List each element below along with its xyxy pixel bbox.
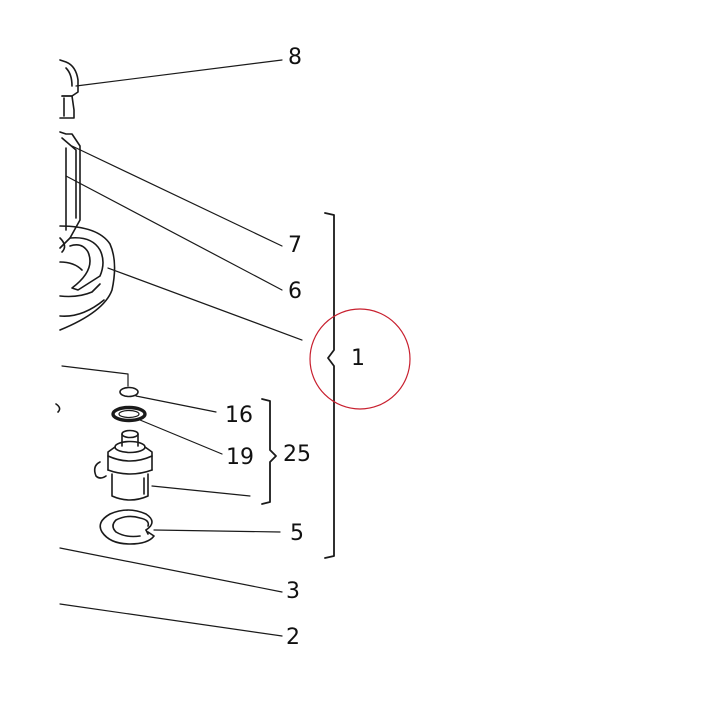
callout-7: 7 <box>288 233 302 258</box>
callout-5: 5 <box>290 521 304 546</box>
highlight-circle <box>309 308 411 410</box>
part-16-o-ring <box>119 386 139 398</box>
callout-25: 25 <box>283 442 311 467</box>
part-19-washer <box>111 405 147 423</box>
callout-3: 3 <box>286 579 300 604</box>
callout-1: 1 <box>351 346 365 371</box>
callout-19: 19 <box>226 445 254 470</box>
part-5-snap-ring <box>99 509 155 545</box>
flange-ring <box>59 225 116 331</box>
callout-6: 6 <box>288 279 302 304</box>
bracket-1 <box>324 212 335 559</box>
housing-body <box>59 131 81 253</box>
bracket-25 <box>261 398 277 505</box>
leader-lines <box>59 59 303 637</box>
callout-8: 8 <box>288 45 302 70</box>
part-8-fitting <box>59 59 79 119</box>
callout-16: 16 <box>225 403 253 428</box>
part-valve-body <box>93 429 153 501</box>
callout-2: 2 <box>286 625 300 650</box>
